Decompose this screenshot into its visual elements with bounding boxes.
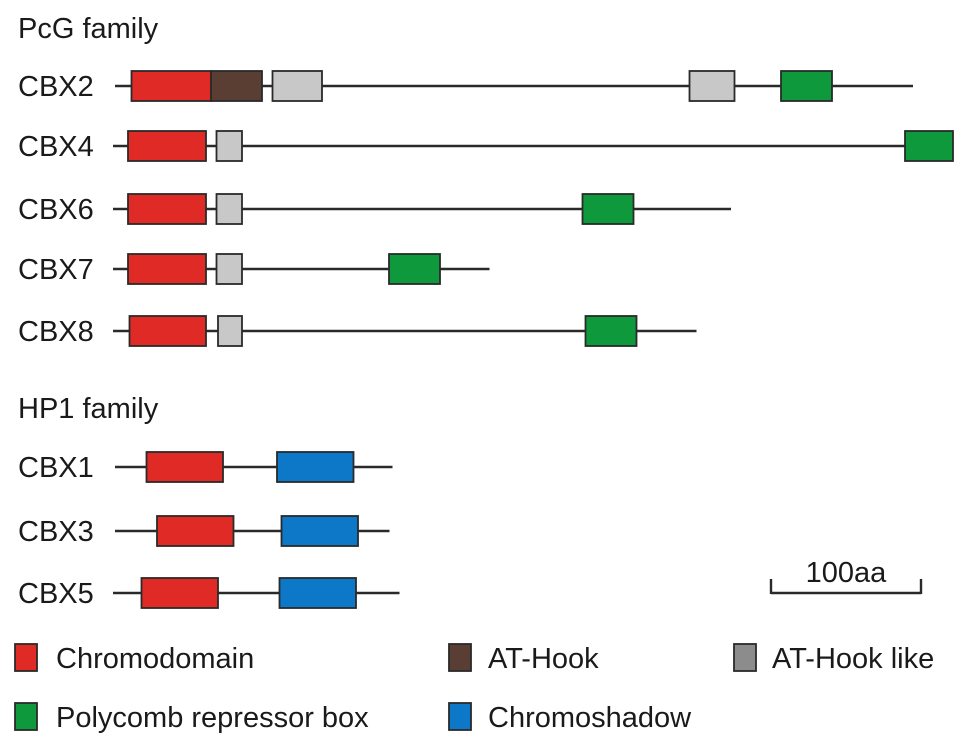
protein-row-cbx6: CBX6: [18, 193, 731, 226]
protein-row-cbx1: CBX1: [18, 451, 393, 484]
domain-at-hook-like-cbx4-1: [215, 130, 243, 162]
domain-at-hook-cbx2-1: [210, 70, 263, 102]
legend-swatch-chromodomain: [14, 643, 38, 672]
domain-at-hook-like-cbx7-1: [215, 253, 243, 285]
legend-label-at-hook: AT-Hook: [488, 643, 599, 675]
domain-chromodomain-cbx8-0: [128, 315, 207, 347]
legend-label-chromodomain: Chromodomain: [56, 643, 254, 675]
domain-chromoshadow-cbx1-1: [276, 451, 355, 483]
pcg-family-heading: PcG family: [18, 13, 159, 45]
legend-label-chromoshadow: Chromoshadow: [488, 702, 692, 734]
domain-chromodomain-cbx1-0: [145, 451, 224, 483]
domain-chromodomain-cbx2-0: [130, 70, 212, 102]
protein-label-cbx6: CBX6: [18, 194, 94, 226]
legend-item-chromodomain: Chromodomain: [14, 643, 254, 675]
legend-item-at-hook: AT-Hook: [448, 643, 599, 675]
domain-polycomb-repressor-box-cbx2-4: [780, 70, 833, 102]
protein-row-cbx3: CBX3: [18, 515, 390, 548]
protein-label-cbx8: CBX8: [18, 316, 94, 348]
domain-at-hook-like-cbx2-3: [688, 70, 736, 102]
domain-chromodomain-cbx6-0: [127, 193, 207, 225]
legend-item-at-hook-like: AT-Hook like: [733, 643, 934, 675]
protein-row-cbx2: CBX2: [18, 70, 913, 103]
legend-swatch-at-hook: [448, 643, 472, 672]
protein-row-cbx7: CBX7: [18, 253, 490, 286]
protein-row-cbx5: CBX5: [18, 577, 400, 610]
domain-at-hook-like-cbx6-1: [215, 193, 243, 225]
domain-at-hook-like-cbx2-2: [271, 70, 323, 102]
domain-chromoshadow-cbx5-1: [278, 577, 357, 609]
legend-swatch-polycomb-repressor-box: [14, 702, 38, 731]
scale-bar-label: 100aa: [806, 557, 888, 589]
protein-label-cbx2: CBX2: [18, 71, 94, 103]
hp1-family-heading: HP1 family: [18, 393, 159, 425]
domain-polycomb-repressor-box-cbx8-2: [584, 315, 638, 347]
protein-label-cbx1: CBX1: [18, 452, 94, 484]
domain-chromoshadow-cbx3-1: [280, 515, 359, 547]
protein-label-cbx4: CBX4: [18, 131, 94, 163]
legend-label-at-hook-like: AT-Hook like: [772, 643, 934, 675]
domain-chromodomain-cbx5-0: [140, 577, 219, 609]
protein-label-cbx7: CBX7: [18, 254, 94, 286]
domain-chromodomain-cbx3-0: [156, 515, 235, 547]
scale-bar: 100aa: [769, 557, 923, 595]
legend-item-polycomb-repressor-box: Polycomb repressor box: [14, 702, 369, 734]
protein-row-cbx4: CBX4: [18, 130, 954, 163]
domain-polycomb-repressor-box-cbx7-2: [388, 253, 441, 285]
legend: Chromodomain AT-Hook AT-Hook like Polyco…: [14, 643, 934, 734]
legend-item-chromoshadow: Chromoshadow: [448, 702, 692, 734]
domain-polycomb-repressor-box-cbx6-2: [581, 193, 635, 225]
domain-at-hook-like-cbx8-1: [217, 315, 243, 347]
domain-chromodomain-cbx7-0: [127, 253, 207, 285]
protein-label-cbx3: CBX3: [18, 516, 94, 548]
domain-polycomb-repressor-box-cbx4-2: [904, 130, 954, 162]
legend-label-polycomb-repressor-box: Polycomb repressor box: [56, 702, 369, 734]
legend-swatch-chromoshadow: [448, 702, 472, 731]
legend-swatch-at-hook-like: [733, 643, 757, 672]
domain-chromodomain-cbx4-0: [127, 130, 207, 162]
protein-label-cbx5: CBX5: [18, 578, 94, 610]
protein-row-cbx8: CBX8: [18, 315, 697, 348]
